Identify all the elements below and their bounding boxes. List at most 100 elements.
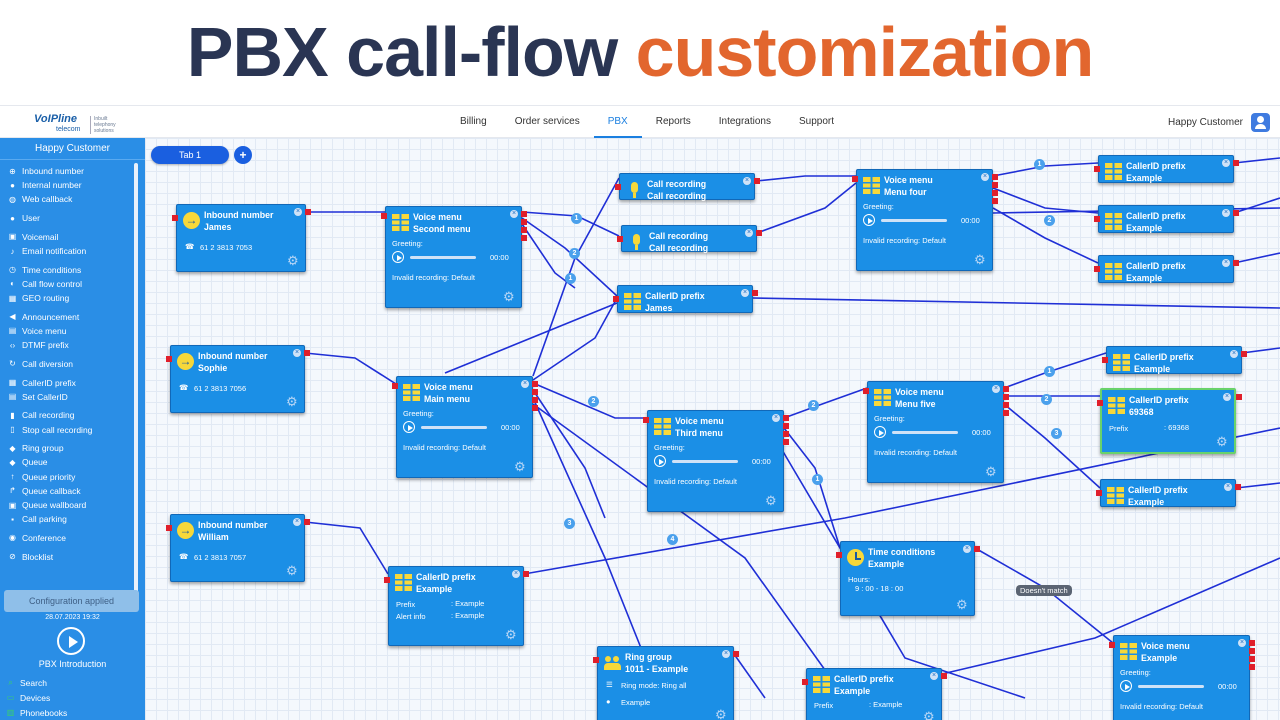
output-port[interactable] bbox=[521, 219, 527, 225]
sidebar-item[interactable]: ▯Stop call recording bbox=[8, 423, 92, 437]
output-port[interactable] bbox=[756, 230, 762, 236]
input-port[interactable] bbox=[802, 679, 808, 685]
configuration-applied-button[interactable]: Configuration applied bbox=[4, 590, 139, 612]
output-port[interactable] bbox=[783, 431, 789, 437]
output-port[interactable] bbox=[1233, 260, 1239, 266]
output-port[interactable] bbox=[992, 174, 998, 180]
gear-icon[interactable]: ⚙ bbox=[974, 252, 986, 267]
nav-integrations[interactable]: Integrations bbox=[718, 116, 771, 127]
input-port[interactable] bbox=[392, 383, 398, 389]
output-port[interactable] bbox=[1003, 402, 1009, 408]
play-icon[interactable] bbox=[403, 421, 415, 433]
sidebar-item[interactable]: ▮Call recording bbox=[8, 408, 92, 422]
progress-bar[interactable] bbox=[410, 256, 476, 259]
sidebar-item[interactable]: ●User bbox=[8, 211, 92, 225]
output-port[interactable] bbox=[532, 381, 538, 387]
input-port[interactable] bbox=[617, 236, 623, 242]
input-port[interactable] bbox=[593, 657, 599, 663]
close-icon[interactable]: × bbox=[1223, 393, 1231, 401]
input-port[interactable] bbox=[1094, 266, 1100, 272]
close-icon[interactable]: × bbox=[1222, 259, 1230, 267]
sidebar-item[interactable]: ▪Call parking bbox=[8, 512, 92, 526]
sidebar-bottom-item[interactable]: ▭Devices bbox=[6, 690, 67, 705]
progress-bar[interactable] bbox=[421, 426, 487, 429]
user-menu[interactable]: Happy Customer bbox=[1168, 113, 1270, 132]
gear-icon[interactable]: ⚙ bbox=[765, 493, 777, 508]
close-icon[interactable]: × bbox=[930, 672, 938, 680]
close-icon[interactable]: × bbox=[1230, 350, 1238, 358]
output-port[interactable] bbox=[1249, 656, 1255, 662]
sidebar-item[interactable]: ♪Email notification bbox=[8, 244, 92, 258]
output-port[interactable] bbox=[754, 178, 760, 184]
sidebar-item[interactable]: ●Internal number bbox=[8, 178, 92, 192]
input-port[interactable] bbox=[836, 552, 842, 558]
play-icon[interactable] bbox=[57, 627, 85, 655]
output-port[interactable] bbox=[1003, 394, 1009, 400]
gear-icon[interactable]: ⚙ bbox=[1216, 434, 1228, 449]
input-port[interactable] bbox=[1109, 642, 1115, 648]
gear-icon[interactable]: ⚙ bbox=[287, 253, 299, 268]
sidebar-item[interactable]: ◆Ring group bbox=[8, 441, 92, 455]
sidebar-item[interactable]: ▤Voice menu bbox=[8, 324, 92, 338]
avatar-icon[interactable] bbox=[1251, 113, 1270, 132]
gear-icon[interactable]: ⚙ bbox=[985, 464, 997, 479]
sidebar-item[interactable]: ↻Call diversion bbox=[8, 357, 92, 371]
input-port[interactable] bbox=[615, 184, 621, 190]
input-port[interactable] bbox=[613, 296, 619, 302]
nav-billing[interactable]: Billing bbox=[460, 116, 487, 127]
progress-bar[interactable] bbox=[1138, 685, 1204, 688]
sidebar-item[interactable]: ▣Voicemail bbox=[8, 230, 92, 244]
output-port[interactable] bbox=[1249, 640, 1255, 646]
gear-icon[interactable]: ⚙ bbox=[286, 563, 298, 578]
play-icon[interactable] bbox=[874, 426, 886, 438]
output-port[interactable] bbox=[521, 227, 527, 233]
output-port[interactable] bbox=[1241, 351, 1247, 357]
output-port[interactable] bbox=[1233, 160, 1239, 166]
sidebar-item[interactable]: ◍Web callback bbox=[8, 192, 92, 206]
sidebar-item[interactable]: ↱Queue callback bbox=[8, 484, 92, 498]
nav-order-services[interactable]: Order services bbox=[514, 116, 580, 127]
sidebar-item[interactable]: ⊕Inbound number bbox=[8, 164, 92, 178]
output-port[interactable] bbox=[783, 415, 789, 421]
sidebar-item[interactable]: ▦GEO routing bbox=[8, 291, 92, 305]
gear-icon[interactable]: ⚙ bbox=[956, 597, 968, 612]
sidebar-item[interactable]: ◉Conference bbox=[8, 531, 92, 545]
output-port[interactable] bbox=[992, 198, 998, 204]
input-port[interactable] bbox=[863, 388, 869, 394]
sidebar-item[interactable]: ▣Queue wallboard bbox=[8, 498, 92, 512]
output-port[interactable] bbox=[532, 405, 538, 411]
sidebar-item[interactable]: ◆Queue bbox=[8, 455, 92, 469]
sidebar-item[interactable]: ◀Announcement bbox=[8, 310, 92, 324]
input-port[interactable] bbox=[172, 215, 178, 221]
output-port[interactable] bbox=[1235, 484, 1241, 490]
input-port[interactable] bbox=[1097, 400, 1103, 406]
close-icon[interactable]: × bbox=[981, 173, 989, 181]
output-port[interactable] bbox=[532, 397, 538, 403]
output-port[interactable] bbox=[532, 389, 538, 395]
nav-pbx[interactable]: PBX bbox=[593, 106, 642, 138]
input-port[interactable] bbox=[166, 525, 172, 531]
close-icon[interactable]: × bbox=[722, 650, 730, 658]
sidebar-item[interactable]: ‹›DTMF prefix bbox=[8, 338, 92, 352]
gear-icon[interactable]: ⚙ bbox=[923, 709, 935, 720]
sidebar-bottom-item[interactable]: ▥Phonebooks bbox=[6, 705, 68, 720]
gear-icon[interactable]: ⚙ bbox=[286, 394, 298, 409]
play-icon[interactable] bbox=[392, 251, 404, 263]
add-tab-button[interactable] bbox=[234, 146, 252, 164]
output-port[interactable] bbox=[1003, 410, 1009, 416]
close-icon[interactable]: × bbox=[293, 349, 301, 357]
tab-1[interactable]: Tab 1 bbox=[151, 146, 229, 164]
output-port[interactable] bbox=[521, 235, 527, 241]
output-port[interactable] bbox=[521, 211, 527, 217]
close-icon[interactable]: × bbox=[1224, 483, 1232, 491]
